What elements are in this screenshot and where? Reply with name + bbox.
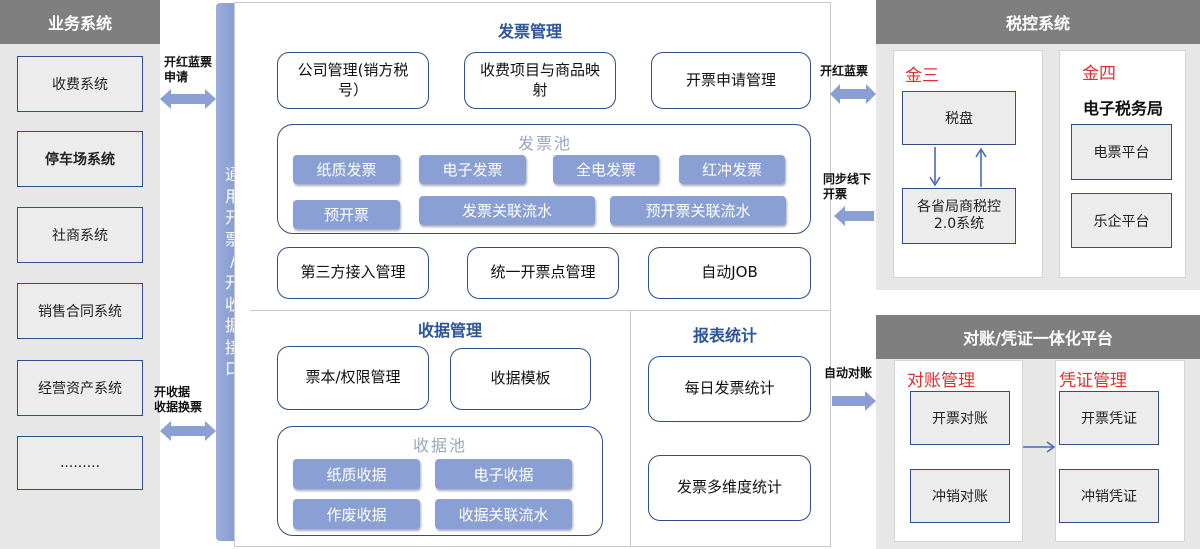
tax-control-header: 税控系统 — [876, 0, 1200, 44]
e-invoice-platform-box: 电票平台 — [1071, 124, 1172, 180]
reconciliation-voucher-header: 对账/凭证一体化平台 — [876, 315, 1200, 359]
business-item-asset-system: 经营资产系统 — [17, 360, 143, 416]
e-tax-bureau-title: 电子税务局 — [1082, 99, 1163, 118]
paper-receipt-item: 纸质收据 — [293, 459, 420, 489]
red-reversal-invoice-item: 红冲发票 — [679, 155, 785, 184]
daily-invoice-stats-module: 每日发票统计 — [648, 356, 811, 422]
full-electronic-invoice-item: 全电发票 — [553, 155, 659, 184]
center-vertical-divider — [630, 310, 631, 547]
invoice-reconciliation-box: 开票对账 — [910, 391, 1010, 445]
double-arrow-icon — [830, 84, 876, 104]
receipt-pool-container — [277, 426, 603, 536]
electronic-receipt-item: 电子收据 — [435, 459, 572, 489]
reconciliation-title: 对账管理 — [907, 371, 975, 391]
invoice-pool-container — [277, 124, 811, 234]
receipt-management-title: 收据管理 — [417, 321, 482, 340]
double-arrow-icon — [160, 89, 216, 109]
center-horizontal-divider — [250, 310, 831, 311]
unified-invoice-point-module: 统一开票点管理 — [467, 247, 619, 299]
invoice-management-title: 发票管理 — [497, 22, 562, 41]
receipt-pool-title: 收据池 — [412, 436, 467, 455]
business-item-sales-contract-system: 销售合同系统 — [17, 283, 143, 339]
leqi-platform-box: 乐企平台 — [1071, 193, 1172, 248]
business-item-commerce-system: 社商系统 — [17, 207, 143, 263]
jinsan-title: 金三 — [905, 66, 939, 86]
voucher-title: 凭证管理 — [1059, 371, 1127, 391]
interface-bar-char: / — [230, 251, 236, 271]
reversal-reconciliation-box: 冲销对账 — [910, 469, 1010, 523]
jinsi-title: 金四 — [1082, 64, 1116, 84]
invoice-pool-title: 发票池 — [517, 134, 572, 153]
multidimensional-invoice-stats-module: 发票多维度统计 — [648, 455, 811, 521]
ticket-book-permission-module: 票本/权限管理 — [277, 346, 429, 410]
electronic-invoice-item: 电子发票 — [419, 155, 526, 184]
reversal-voucher-box: 冲销凭证 — [1059, 469, 1159, 523]
third-party-access-module: 第三方接入管理 — [277, 247, 429, 299]
business-systems-header: 业务系统 — [0, 0, 160, 44]
paper-invoice-item: 纸质发票 — [293, 155, 400, 184]
right-arrow-icon — [1023, 441, 1055, 453]
company-management-module: 公司管理(销方税号） — [277, 52, 429, 109]
invoice-linked-flow-item: 发票关联流水 — [419, 196, 595, 225]
arrow-label-auto-reconciliation: 自动对账 — [824, 366, 873, 380]
right-arrow-icon — [832, 391, 876, 411]
arrow-label-sync-offline-invoice: 同步线下 开票 — [823, 172, 872, 201]
business-item-more: ......... — [17, 436, 143, 490]
auto-job-module: 自动JOB — [648, 247, 811, 299]
invoice-application-module: 开票申请管理 — [651, 52, 811, 109]
arrow-label-receipt-exchange: 开收据 收据换票 — [154, 385, 203, 414]
arrow-label-red-blue-invoice: 开红蓝票 — [820, 64, 869, 78]
left-arrow-icon — [834, 206, 874, 226]
business-item-fee-system: 收费系统 — [17, 56, 143, 112]
sync-arrows-icon — [929, 147, 987, 187]
receipt-linked-flow-item: 收据关联流水 — [435, 499, 572, 529]
report-statistics-title: 报表统计 — [692, 326, 757, 345]
pre-invoice-item: 预开票 — [293, 200, 400, 229]
fee-item-mapping-module: 收费项目与商品映射 — [464, 52, 616, 109]
invoice-voucher-box: 开票凭证 — [1059, 391, 1159, 445]
provincial-tax-control-box: 各省局商税控 2.0系统 — [902, 188, 1016, 244]
pre-invoice-linked-flow-item: 预开票关联流水 — [610, 196, 786, 225]
tax-disk-box: 税盘 — [902, 91, 1016, 145]
business-item-parking-system: 停车场系统 — [17, 131, 143, 187]
arrow-label-invoice-request: 开红蓝票 申请 — [164, 55, 213, 84]
receipt-template-module: 收据模板 — [450, 348, 591, 410]
double-arrow-icon — [160, 421, 216, 441]
void-receipt-item: 作废收据 — [293, 499, 420, 529]
